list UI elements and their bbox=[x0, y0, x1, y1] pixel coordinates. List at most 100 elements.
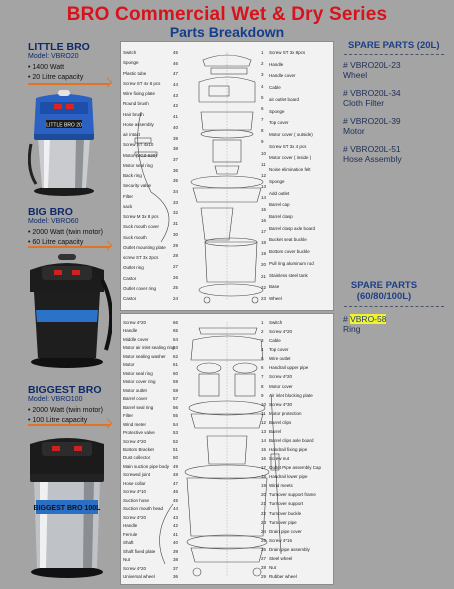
part-label: Outlet cover ring bbox=[123, 285, 157, 291]
model-big-bro: BIG BRO Model: VBRO60 2000 Watt (twin mo… bbox=[28, 206, 103, 248]
part-number: 6 bbox=[261, 365, 264, 371]
part-number: 18 bbox=[261, 474, 267, 480]
spec-item: 60 Litre capacity bbox=[28, 238, 103, 248]
part-label: Filter bbox=[123, 193, 133, 199]
part-label: Base bbox=[269, 284, 280, 290]
part-number: 54 bbox=[173, 421, 179, 427]
part-label: Barrel cap bbox=[269, 202, 290, 208]
part-number: 40 bbox=[173, 540, 179, 546]
part-number: 15 bbox=[261, 447, 267, 452]
part-label: Barrel clasp bbox=[269, 214, 293, 219]
part-label: Screwed joint bbox=[123, 472, 151, 478]
part-label: Motor bbox=[123, 362, 135, 368]
part-label: Screw 4*30 bbox=[269, 401, 293, 407]
part-number: 2 bbox=[261, 329, 264, 335]
vac-label: LITTLE BRO 20 bbox=[46, 123, 82, 129]
model-name: LITTLE BRO bbox=[28, 41, 90, 53]
part-number: 28 bbox=[261, 564, 267, 570]
part-number: 57 bbox=[173, 396, 179, 402]
part-number: 60 bbox=[173, 370, 179, 376]
part-number: 19 bbox=[261, 251, 267, 257]
part-label: Outlet Pipe assembly Cap bbox=[269, 465, 322, 471]
part-number: 29 bbox=[173, 242, 179, 248]
spare-part-item: # VBRO20L-34 Cloth Filter bbox=[343, 88, 401, 108]
part-label: Castor bbox=[123, 275, 137, 281]
part-number: 45 bbox=[173, 50, 179, 55]
part-label: Handle bbox=[123, 328, 138, 334]
part-label: Cable bbox=[269, 85, 281, 91]
arrow-head bbox=[102, 77, 113, 88]
exploded-view-20l bbox=[134, 52, 264, 304]
part-label: Wind meets bbox=[269, 483, 293, 489]
part-number: 7 bbox=[261, 374, 264, 380]
part-number: 38 bbox=[173, 557, 179, 563]
part-number: 6 bbox=[261, 105, 264, 111]
part-number: 21 bbox=[261, 273, 267, 279]
part-label: Noise elimination felt bbox=[269, 167, 311, 173]
part-number: 61 bbox=[173, 362, 179, 368]
part-number: 46 bbox=[173, 60, 179, 66]
part-number: 42 bbox=[173, 103, 179, 109]
part-label: Screw M 3x 8 pcs bbox=[123, 214, 159, 219]
part-number: 12 bbox=[261, 173, 267, 178]
part-number: 14 bbox=[261, 437, 267, 443]
part-label: Suck mouth cover bbox=[123, 224, 160, 230]
part-number: 30 bbox=[173, 231, 179, 237]
part-number: 52 bbox=[173, 438, 179, 444]
part-label: Turnover pipe bbox=[269, 519, 297, 525]
part-label: Turnover support bbox=[269, 501, 304, 507]
little-bro-image: LITTLE BRO 20 bbox=[28, 90, 94, 196]
part-label: Suction mouth head bbox=[123, 506, 164, 512]
part-label: Dust collector bbox=[123, 455, 151, 461]
part-number: 29 bbox=[261, 574, 267, 579]
part-number: 44 bbox=[173, 506, 179, 512]
part-label: air intact bbox=[123, 132, 141, 137]
part-number: 21 bbox=[261, 501, 267, 507]
part-number: 22 bbox=[261, 510, 267, 516]
part-number: 3 bbox=[261, 72, 264, 78]
part-label: Handle bbox=[269, 61, 284, 67]
part-number: 20 bbox=[261, 492, 267, 498]
part-number: 56 bbox=[173, 404, 179, 410]
part-label: Handle bbox=[123, 523, 138, 529]
part-number: 40 bbox=[173, 124, 179, 130]
part-desc: Cloth Filter bbox=[343, 98, 385, 108]
part-label: Sponge bbox=[123, 60, 139, 66]
part-number: 9 bbox=[261, 392, 264, 398]
part-number: 51 bbox=[173, 447, 179, 452]
exploded-view-large bbox=[159, 322, 282, 577]
model-biggest-bro: BIGGEST BRO Model: VBRO100 2000 Watt (tw… bbox=[28, 384, 103, 426]
part-label: Switch bbox=[269, 320, 283, 325]
model-name: BIG BRO bbox=[28, 206, 73, 218]
part-number: 63 bbox=[173, 345, 179, 351]
part-label: Screw 4*20 bbox=[123, 320, 147, 325]
part-label: Security valve bbox=[123, 183, 152, 189]
spec-item: 1400 Watt bbox=[28, 63, 90, 73]
part-number: 24 bbox=[173, 296, 179, 301]
part-number: 49 bbox=[173, 463, 179, 469]
spare-part-item: # VBRO20L-23 Wheel bbox=[343, 60, 401, 80]
part-label: Suction hose bbox=[123, 497, 150, 503]
part-label: Screw 4*20 bbox=[269, 329, 293, 335]
model-name: BIGGEST BRO bbox=[28, 384, 102, 396]
part-label: Bucket seat buckle bbox=[269, 237, 307, 243]
part-label: Wind meter bbox=[123, 421, 147, 427]
part-desc: Ring bbox=[343, 324, 361, 334]
part-number: 28 bbox=[173, 253, 179, 259]
part-number: 10 bbox=[261, 401, 267, 407]
part-number: 14 bbox=[261, 195, 267, 201]
part-label: Barrel clips axle board bbox=[269, 437, 314, 443]
part-label: Top cover bbox=[269, 120, 289, 126]
part-label: Hair brush bbox=[123, 111, 144, 117]
part-label: Drain pipe assembly bbox=[269, 546, 310, 552]
part-label: Screw 4*16 bbox=[269, 537, 293, 543]
part-label: Ferrule bbox=[123, 531, 138, 537]
part-code: # VBRO20L-34 bbox=[343, 88, 401, 98]
part-label: Wheel bbox=[269, 296, 282, 301]
part-label: Wire fixing plate bbox=[123, 91, 156, 96]
part-label: Screw 4*20 bbox=[269, 374, 293, 380]
part-number: 47 bbox=[173, 71, 179, 77]
divider-arrow bbox=[28, 83, 110, 85]
model-specs: 2000 Watt (twin motor) 100 Litre capacit… bbox=[28, 406, 103, 426]
